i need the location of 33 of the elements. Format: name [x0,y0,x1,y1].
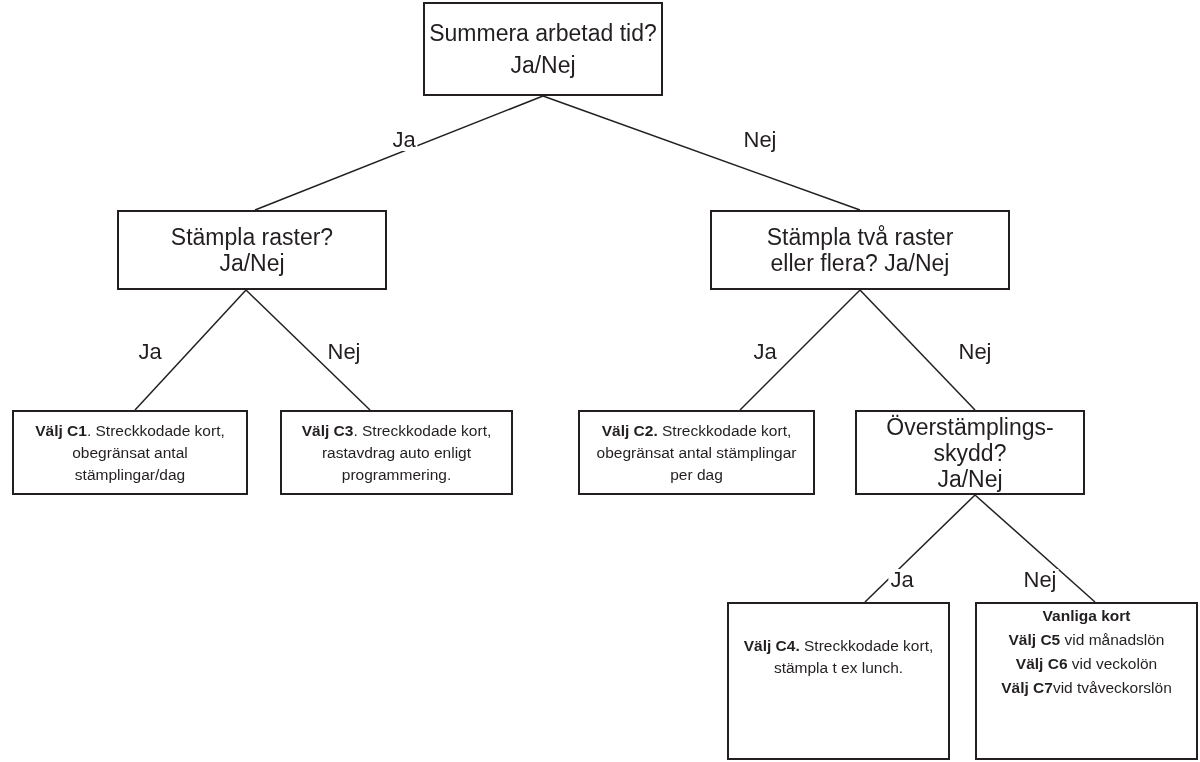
connector-line [254,95,544,211]
answer-text: Välj C4. Streckkodade kort, stämpla t ex lunch. [742,636,935,678]
answer-text: Välj C5 vid månadslön [1008,630,1165,650]
connector-line [245,289,371,411]
question-text: Ja/Nej [510,51,576,80]
answer-text: Välj C6 vid veckolön [1015,654,1158,674]
connector-line [542,95,861,211]
question-text: Ja/Nej [937,465,1003,492]
question-box [117,210,387,290]
edge-label: Ja [390,129,418,151]
question-text: Överstämplings-skydd? [885,413,1055,466]
question-text: Stämpla två raster eller flera? Ja/Nej [765,224,955,276]
answer-text: Välj C7vid tvåveckorslön [1001,678,1172,698]
question-box [855,410,1085,495]
answer-box [12,410,248,495]
answer-text: Välj C2. Streckkodade kort, obegränsat antal stämplingar per dag [595,420,798,485]
connector-line [864,494,976,603]
answer-text: Välj C1. Streckkodade kort, obegränsat antal stämplingar/dag [34,420,226,485]
connector-line [134,289,247,411]
heading-text: Vanliga kort [1042,606,1131,626]
question-text: Summera arbetad tid? [429,19,657,48]
question-box [710,210,1010,290]
connector-line [859,289,976,411]
question-box [423,2,663,96]
answer-box [727,602,950,760]
question-text: Ja/Nej [219,250,285,276]
answer-box [975,602,1198,760]
connector-line [974,494,1096,603]
question-text: Stämpla raster? [170,224,334,250]
answer-box [280,410,513,495]
connector-line [739,289,861,411]
answer-text: Välj C3. Streckkodade kort, rastavdrag auto enligt programmering. [300,420,493,485]
answer-box [578,410,815,495]
